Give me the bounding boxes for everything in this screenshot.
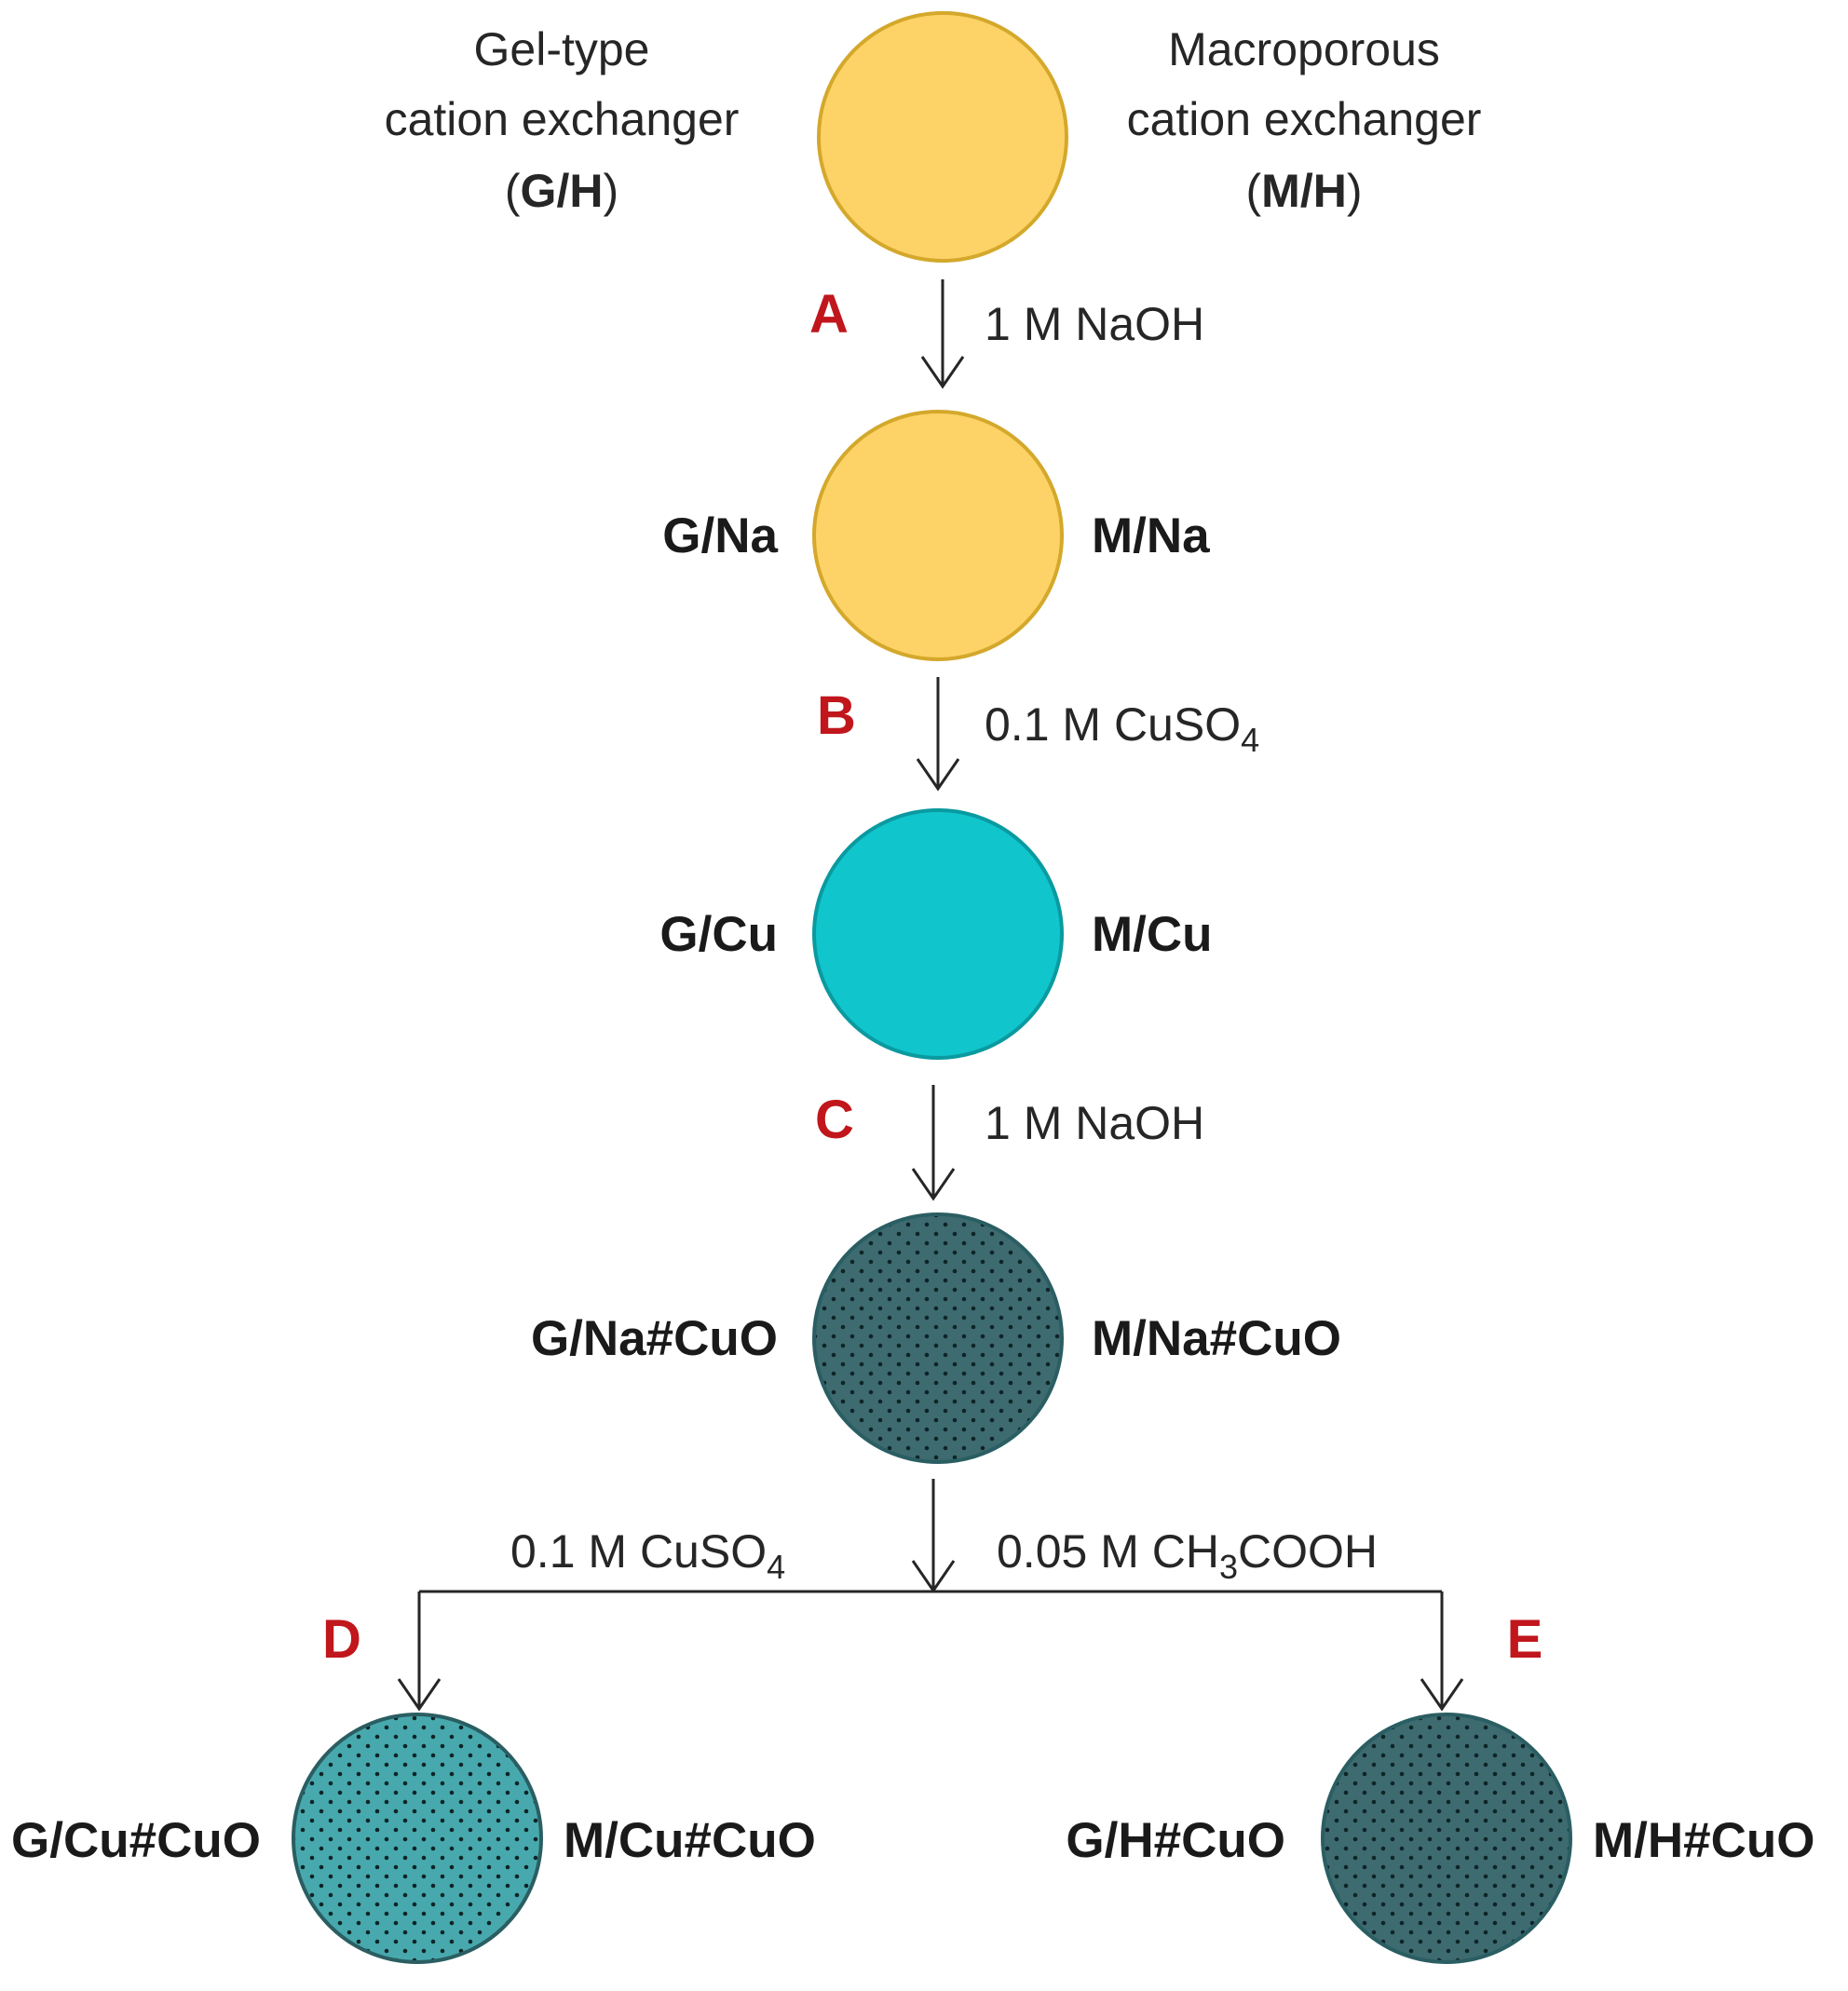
step-letter-d: D [322,1609,361,1670]
arrow-step-c [911,1085,956,1201]
bead-dark-h-cuo-outline [1321,1713,1572,1964]
bead-starting-resin [817,11,1068,263]
right-label-line-1: Macroporous [1168,23,1440,75]
step-letter-e: E [1507,1609,1543,1670]
left-open-paren: ( [505,165,521,217]
bead-teal-cu-cuo-dots [293,1714,541,1962]
right-code: M/H [1261,165,1347,217]
label-m-h-cuo: M/H#CuO [1593,1813,1815,1868]
left-code-label: (G/H) [505,165,618,217]
bead-teal-cu-cuo [292,1713,543,1964]
reagent-step-b-subscript: 4 [1241,721,1259,759]
right-close-paren: ) [1347,165,1363,217]
reagent-step-d: 0.1 M CuSO4 [510,1525,785,1586]
bead-yellow-na [812,410,1064,661]
bead-dark-na-cuo [812,1212,1064,1464]
arrow-step-a [920,279,965,389]
right-label-line-2: cation exchanger [1127,93,1482,145]
reagent-step-b: 0.1 M CuSO4 [985,698,1259,759]
reagent-step-d-subscript: 4 [767,1548,785,1586]
step-letter-c: C [815,1090,854,1150]
label-g-h-cuo: G/H#CuO [1066,1813,1285,1868]
label-g-na: G/Na [662,508,778,563]
right-open-paren: ( [1246,165,1262,217]
reagent-step-d-main: 0.1 M CuSO [510,1525,767,1578]
right-code-label: (M/H) [1246,165,1363,217]
bead-yellow-top [817,11,1068,263]
label-m-cu-cuo: M/Cu#CuO [564,1813,816,1868]
reagent-step-e: 0.05 M CH3COOH [997,1525,1378,1586]
left-label-line-2: cation exchanger [385,93,740,145]
label-m-cu: M/Cu [1092,907,1213,962]
bead-dark-na-cuo-outline [812,1212,1064,1464]
step-letter-b: B [817,685,856,746]
bead-dark-na-cuo-dots [814,1214,1062,1462]
label-m-na-cuo: M/Na#CuO [1092,1311,1341,1366]
branch-connector [397,1479,1464,1712]
label-m-na: M/Na [1092,508,1210,563]
bead-cyan-cu [812,808,1064,1060]
reagent-step-e-pre: 0.05 M CH [997,1525,1219,1578]
reagent-step-b-main: 0.1 M CuSO [985,698,1241,751]
left-label-line-1: Gel-type [474,23,650,75]
reagent-step-e-subscript: 3 [1219,1548,1238,1586]
label-g-na-cuo: G/Na#CuO [531,1311,778,1366]
left-close-paren: ) [603,165,618,217]
left-code: G/H [521,165,604,217]
bead-teal-cu-cuo-outline [292,1713,543,1964]
bead-dark-h-cuo-dots [1323,1714,1570,1962]
label-g-cu-cuo: G/Cu#CuO [11,1813,261,1868]
reagent-step-e-post: COOH [1238,1525,1378,1578]
reagent-step-c: 1 M NaOH [985,1097,1204,1149]
step-letter-a: A [809,284,849,345]
bead-dark-h-cuo [1321,1713,1572,1964]
reagent-step-a: 1 M NaOH [985,298,1204,350]
label-g-cu: G/Cu [659,907,778,962]
arrow-step-b [916,677,960,792]
